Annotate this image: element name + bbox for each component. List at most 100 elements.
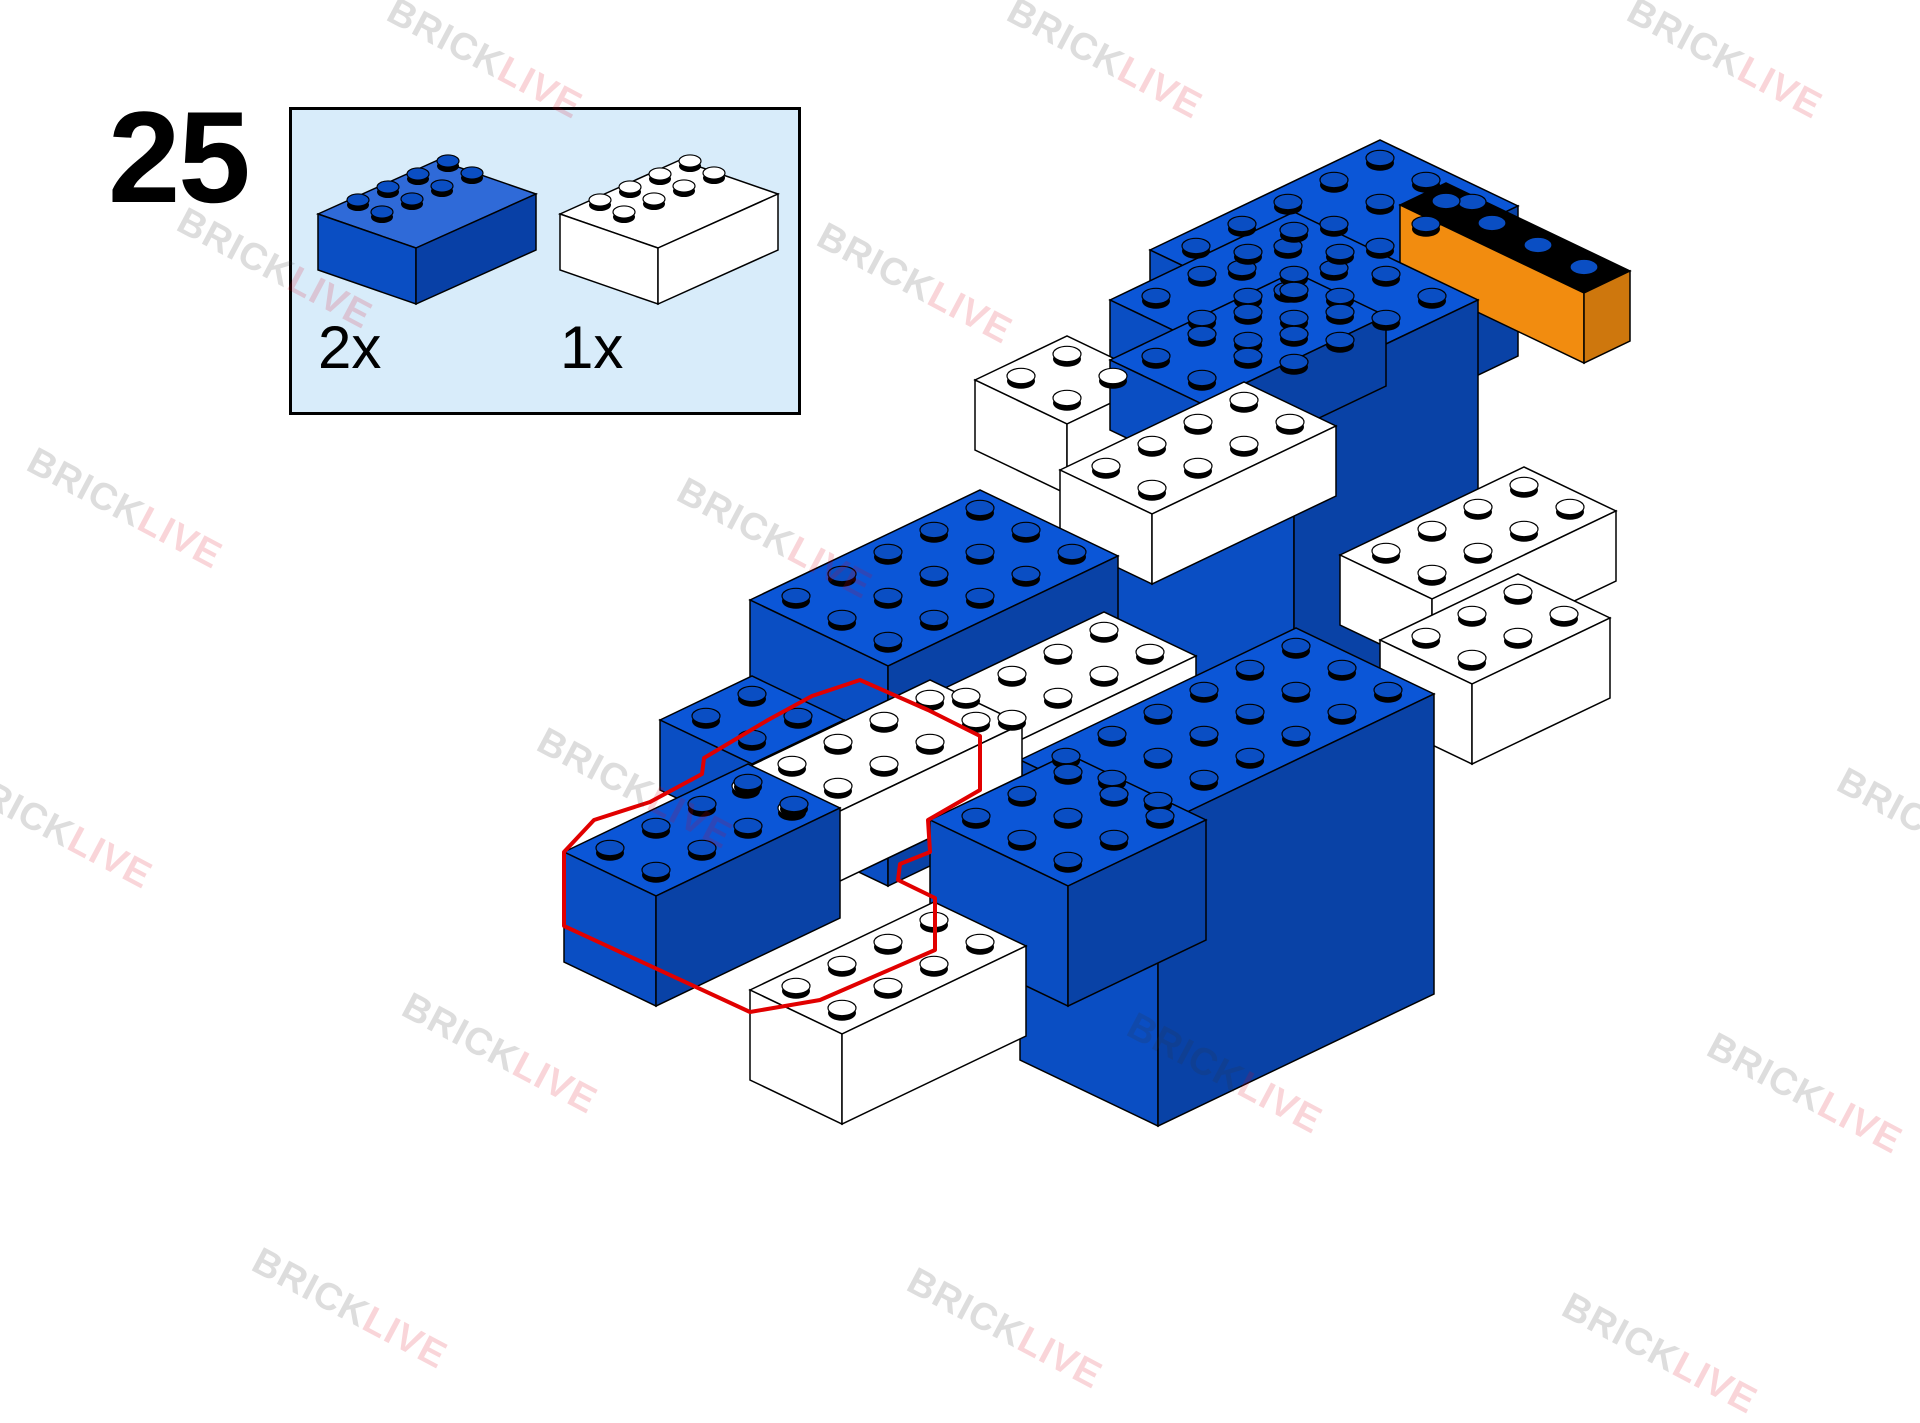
stud-icon <box>777 755 807 777</box>
stud-icon <box>951 687 981 709</box>
stud-icon <box>1141 287 1171 309</box>
stud-icon <box>1281 681 1311 703</box>
stud-icon <box>1089 665 1119 687</box>
stud-icon <box>1235 747 1265 769</box>
stud-icon <box>436 154 460 173</box>
stud-icon <box>823 733 853 755</box>
stud-icon <box>1417 287 1447 309</box>
stud-icon <box>1281 637 1311 659</box>
stud-icon <box>678 154 702 173</box>
stud-icon <box>1411 627 1441 649</box>
stud-icon <box>1523 236 1553 258</box>
stud-icon <box>1411 215 1441 237</box>
stud-icon <box>779 795 809 817</box>
stud-icon <box>1187 325 1217 347</box>
stud-icon <box>733 773 763 795</box>
stud-icon <box>376 180 400 199</box>
stud-icon <box>827 999 857 1021</box>
stud-icon <box>672 179 696 198</box>
orange-edge-side <box>1583 269 1631 365</box>
stud-icon <box>1006 367 1036 389</box>
stud-icon <box>1503 627 1533 649</box>
stud-icon <box>1365 237 1395 259</box>
stud-icon <box>1137 479 1167 501</box>
stud-icon <box>430 179 454 198</box>
stud-icon <box>1457 193 1487 215</box>
stud-icon <box>965 587 995 609</box>
stud-icon <box>1509 476 1539 498</box>
stud-icon <box>1189 769 1219 791</box>
stud-icon <box>1477 214 1507 236</box>
stud-icon <box>1411 171 1441 193</box>
stud-icon <box>919 955 949 977</box>
stud-icon <box>1457 649 1487 671</box>
stud-icon <box>781 587 811 609</box>
stud-icon <box>1181 237 1211 259</box>
stud-icon <box>1229 435 1259 457</box>
stud-icon <box>687 795 717 817</box>
stud-icon <box>733 817 763 839</box>
stud-icon <box>873 587 903 609</box>
stud-icon <box>827 955 857 977</box>
stud-icon <box>618 180 642 199</box>
front-wall-blue-side <box>1157 692 1435 1128</box>
stud-icon <box>1227 215 1257 237</box>
stud-icon <box>1053 763 1083 785</box>
stud-icon <box>642 192 666 211</box>
stud-icon <box>1099 785 1129 807</box>
stud-icon <box>1235 659 1265 681</box>
stud-icon <box>595 839 625 861</box>
stud-icon <box>1373 681 1403 703</box>
stud-icon <box>1371 265 1401 287</box>
stud-icon <box>1189 725 1219 747</box>
stud-icon <box>1279 221 1309 243</box>
stud-icon <box>1187 265 1217 287</box>
stud-icon <box>1365 149 1395 171</box>
stud-icon <box>873 543 903 565</box>
stud-icon <box>1457 605 1487 627</box>
stud-icon <box>641 861 671 883</box>
stud-icon <box>827 565 857 587</box>
stud-icon <box>1279 325 1309 347</box>
stud-icon <box>873 933 903 955</box>
stud-icon <box>1463 498 1493 520</box>
stud-icon <box>1279 281 1309 303</box>
stud-icon <box>1052 345 1082 367</box>
stud-icon <box>1463 542 1493 564</box>
stud-icon <box>702 166 726 185</box>
stud-icon <box>346 193 370 212</box>
stud-icon <box>1569 258 1599 280</box>
stud-icon <box>1327 703 1357 725</box>
stud-icon <box>400 192 424 211</box>
build-model-illustration <box>562 139 1632 1128</box>
parts-callout-art <box>315 154 781 306</box>
stud-icon <box>1233 303 1263 325</box>
stud-icon <box>919 565 949 587</box>
stud-icon <box>1053 807 1083 829</box>
stud-icon <box>641 817 671 839</box>
stud-icon <box>1053 851 1083 873</box>
stud-icon <box>1043 687 1073 709</box>
stud-icon <box>1417 520 1447 542</box>
stud-icon <box>1325 303 1355 325</box>
stud-icon <box>1187 369 1217 391</box>
stud-icon <box>827 609 857 631</box>
stud-icon <box>1281 725 1311 747</box>
stud-icon <box>1051 747 1081 769</box>
stud-icon <box>869 711 899 733</box>
parts-callout: 2x 1x <box>289 107 801 415</box>
stud-icon <box>1319 215 1349 237</box>
stud-icon <box>1143 703 1173 725</box>
stud-icon <box>1233 243 1263 265</box>
stud-icon <box>1229 391 1259 413</box>
stud-icon <box>1417 564 1447 586</box>
stud-icon <box>1371 542 1401 564</box>
stud-icon <box>873 977 903 999</box>
stud-icon <box>691 707 721 729</box>
stud-icon <box>1091 457 1121 479</box>
stud-icon <box>1509 520 1539 542</box>
stud-icon <box>1135 643 1165 665</box>
stud-icon <box>1011 565 1041 587</box>
stud-icon <box>1371 309 1401 331</box>
stud-icon <box>997 709 1027 731</box>
